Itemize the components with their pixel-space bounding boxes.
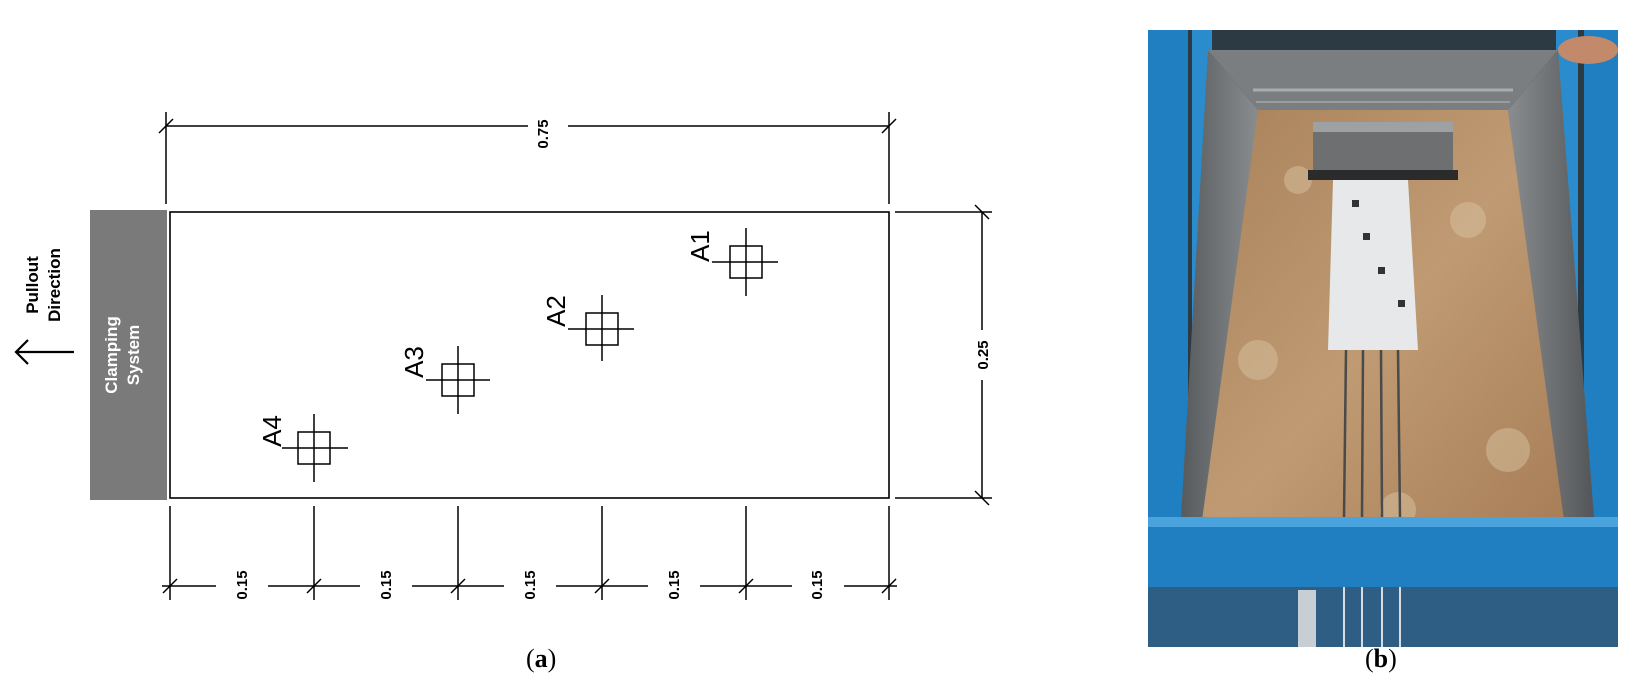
anchor-marker-a3: [426, 346, 490, 414]
width-dimension: [895, 204, 992, 506]
anchor-marker-a4: [282, 414, 348, 482]
schematic-diagram: Clamping System Pullout Direction 0.75 0…: [14, 112, 992, 600]
box-wall-right: [1508, 50, 1598, 570]
anchor-label-a2: A2: [541, 295, 571, 327]
anchor-label-a1: A1: [685, 230, 715, 262]
spacing-dimension-lines: [162, 506, 897, 600]
extensometer-wires: [1342, 349, 1402, 518]
overall-length-label: 0.75: [535, 119, 552, 148]
spacing-label-4: 0.15: [666, 570, 683, 599]
hand: [1558, 36, 1618, 64]
caption-b-close: ): [1388, 644, 1397, 673]
clamping-system-label-2: System: [124, 325, 143, 385]
width-dimension-label: 0.25: [975, 340, 992, 369]
geogrid-markers: [1352, 200, 1405, 307]
anchor-label-a4: A4: [257, 415, 287, 447]
clamping-system-block: [90, 210, 167, 500]
pullout-direction-label-2: Direction: [45, 248, 64, 322]
overall-length-dimension: [158, 112, 897, 204]
caption-b-open: (: [1365, 644, 1374, 673]
caption-a-close: ): [547, 644, 557, 673]
blue-frame-front: [1148, 517, 1618, 587]
pullout-direction-label-1: Pullout: [23, 256, 42, 314]
box-wall-left: [1178, 50, 1258, 570]
spacing-label-2: 0.15: [378, 570, 395, 599]
spacing-label-3: 0.15: [522, 570, 539, 599]
spacing-label-5: 0.15: [809, 570, 826, 599]
caption-b: (b): [1365, 644, 1397, 674]
caption-a: (a): [526, 644, 556, 674]
pullout-box-photo: [1148, 30, 1618, 647]
pullout-arrow-icon: [14, 339, 74, 365]
anchor-marker-a1: [712, 228, 778, 296]
box-wall-back: [1208, 50, 1558, 110]
caption-a-letter: a: [534, 644, 548, 673]
geogrid-specimen-outline: [169, 211, 890, 499]
anchor-label-a3: A3: [399, 346, 429, 378]
caption-a-open: (: [526, 644, 535, 673]
spacing-label-1: 0.15: [234, 570, 251, 599]
clamping-system-label-1: Clamping: [102, 316, 121, 393]
anchor-marker-a2: [568, 295, 634, 361]
geogrid-sheet: [1328, 180, 1418, 350]
caption-b-letter: b: [1373, 644, 1389, 673]
